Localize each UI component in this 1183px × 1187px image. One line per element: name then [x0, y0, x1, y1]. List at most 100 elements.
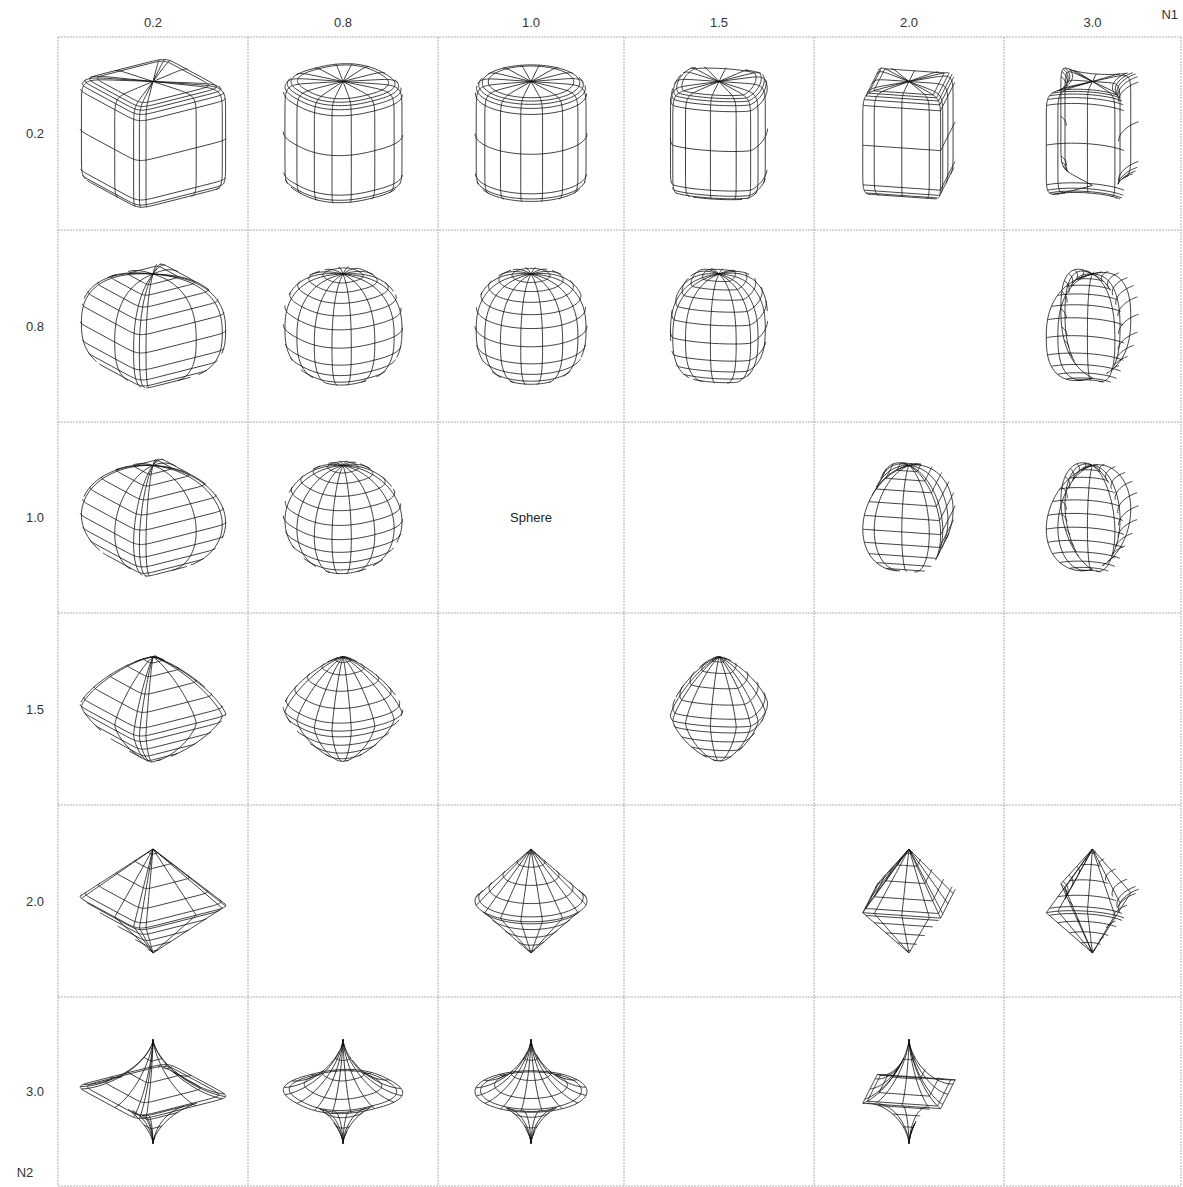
- wire-line: [878, 1104, 909, 1144]
- wire-line: [325, 754, 326, 756]
- wire-line: [476, 849, 531, 897]
- wire-line: [298, 347, 401, 366]
- wire-line: [703, 269, 736, 281]
- wire-line: [1061, 116, 1067, 125]
- grid-line: [1181, 37, 1182, 1186]
- wire-line: [1083, 463, 1086, 470]
- wire-line: [84, 697, 109, 713]
- wire-line: [302, 295, 396, 316]
- wire-line: [1099, 859, 1104, 865]
- wire-line: [874, 849, 909, 953]
- wire-line: [485, 174, 586, 194]
- wire-line: [343, 64, 353, 82]
- wire-line: [297, 274, 343, 378]
- wire-line: [528, 852, 535, 854]
- wire-line: [486, 181, 585, 199]
- wire-line: [692, 671, 748, 688]
- superquadric-wireframe: [670, 67, 767, 199]
- wire-line: [120, 482, 204, 500]
- wire-line: [876, 563, 931, 567]
- wire-line: [1093, 74, 1097, 82]
- wire-line: [1089, 853, 1094, 855]
- wire-line: [681, 736, 683, 738]
- wire-line: [674, 342, 766, 361]
- wire-line: [1093, 272, 1095, 274]
- wire-line: [869, 194, 937, 199]
- wire-line: [1062, 72, 1067, 83]
- wire-line: [116, 732, 211, 749]
- wire-line: [476, 81, 531, 184]
- wire-line: [531, 73, 573, 82]
- wire-line: [126, 679, 197, 694]
- wire-line: [303, 548, 394, 563]
- wire-line: [1093, 464, 1094, 466]
- wire-line: [863, 1074, 955, 1108]
- wire-line: [673, 321, 768, 344]
- wire-line: [863, 122, 955, 151]
- wire-line: [134, 657, 153, 761]
- wire-line: [296, 74, 343, 82]
- wire-line: [1057, 294, 1116, 300]
- wire-line: [1061, 463, 1093, 570]
- wire-line: [527, 950, 528, 951]
- wire-line: [691, 68, 719, 81]
- wire-line: [80, 129, 107, 145]
- wire-line: [337, 657, 351, 662]
- wire-line: [521, 1039, 531, 1111]
- wire-line: [139, 1039, 153, 1118]
- wire-line: [153, 657, 196, 761]
- wire-line: [137, 753, 178, 760]
- wire-line: [1069, 274, 1073, 286]
- wire-line: [308, 371, 386, 382]
- wire-line: [1046, 527, 1124, 534]
- wire-line: [1099, 464, 1104, 471]
- wire-line: [1116, 345, 1133, 359]
- wire-line: [1048, 540, 1123, 547]
- wire-line: [719, 82, 751, 199]
- wire-line: [107, 138, 226, 161]
- wire-line: [148, 949, 150, 951]
- grid-line: [58, 230, 1181, 231]
- wire-line: [1093, 272, 1103, 274]
- wire-line: [1077, 464, 1080, 474]
- wire-line: [489, 281, 496, 296]
- wire-line: [476, 849, 531, 905]
- wire-line: [310, 560, 382, 570]
- wire-line: [153, 656, 155, 658]
- wire-line: [1118, 493, 1137, 514]
- superquadric-wireframe: [475, 65, 587, 202]
- wire-line: [1066, 378, 1111, 382]
- wire-line: [1047, 183, 1124, 190]
- wire-line: [530, 1138, 532, 1139]
- wire-line: [485, 82, 531, 194]
- wire-line: [82, 304, 108, 320]
- wire-line: [684, 374, 750, 379]
- wire-line: [897, 858, 901, 865]
- wire-line: [1069, 880, 1108, 884]
- wire-line: [283, 132, 296, 146]
- wire-line: [1069, 567, 1108, 571]
- wire-line: [475, 93, 485, 106]
- wire-line: [1111, 472, 1125, 488]
- wire-line: [94, 686, 115, 700]
- row-label: 1.5: [26, 702, 44, 717]
- superquadric-wireframe: [1046, 68, 1138, 199]
- grid-line: [58, 37, 1181, 38]
- wire-line: [130, 876, 189, 888]
- wire-line: [308, 674, 316, 685]
- grid-line: [1004, 37, 1005, 1186]
- wire-line: [1061, 500, 1067, 509]
- wire-line: [81, 274, 153, 362]
- wire-line: [672, 351, 674, 355]
- wire-line: [87, 180, 110, 193]
- grid-line: [58, 1186, 1181, 1187]
- wire-line: [517, 860, 519, 865]
- wire-line: [508, 931, 557, 938]
- wire-line: [85, 79, 110, 96]
- wire-line: [485, 326, 587, 347]
- wire-line: [1057, 89, 1116, 95]
- wire-line: [143, 658, 146, 661]
- wire-line: [530, 1138, 531, 1139]
- wire-line: [866, 69, 880, 96]
